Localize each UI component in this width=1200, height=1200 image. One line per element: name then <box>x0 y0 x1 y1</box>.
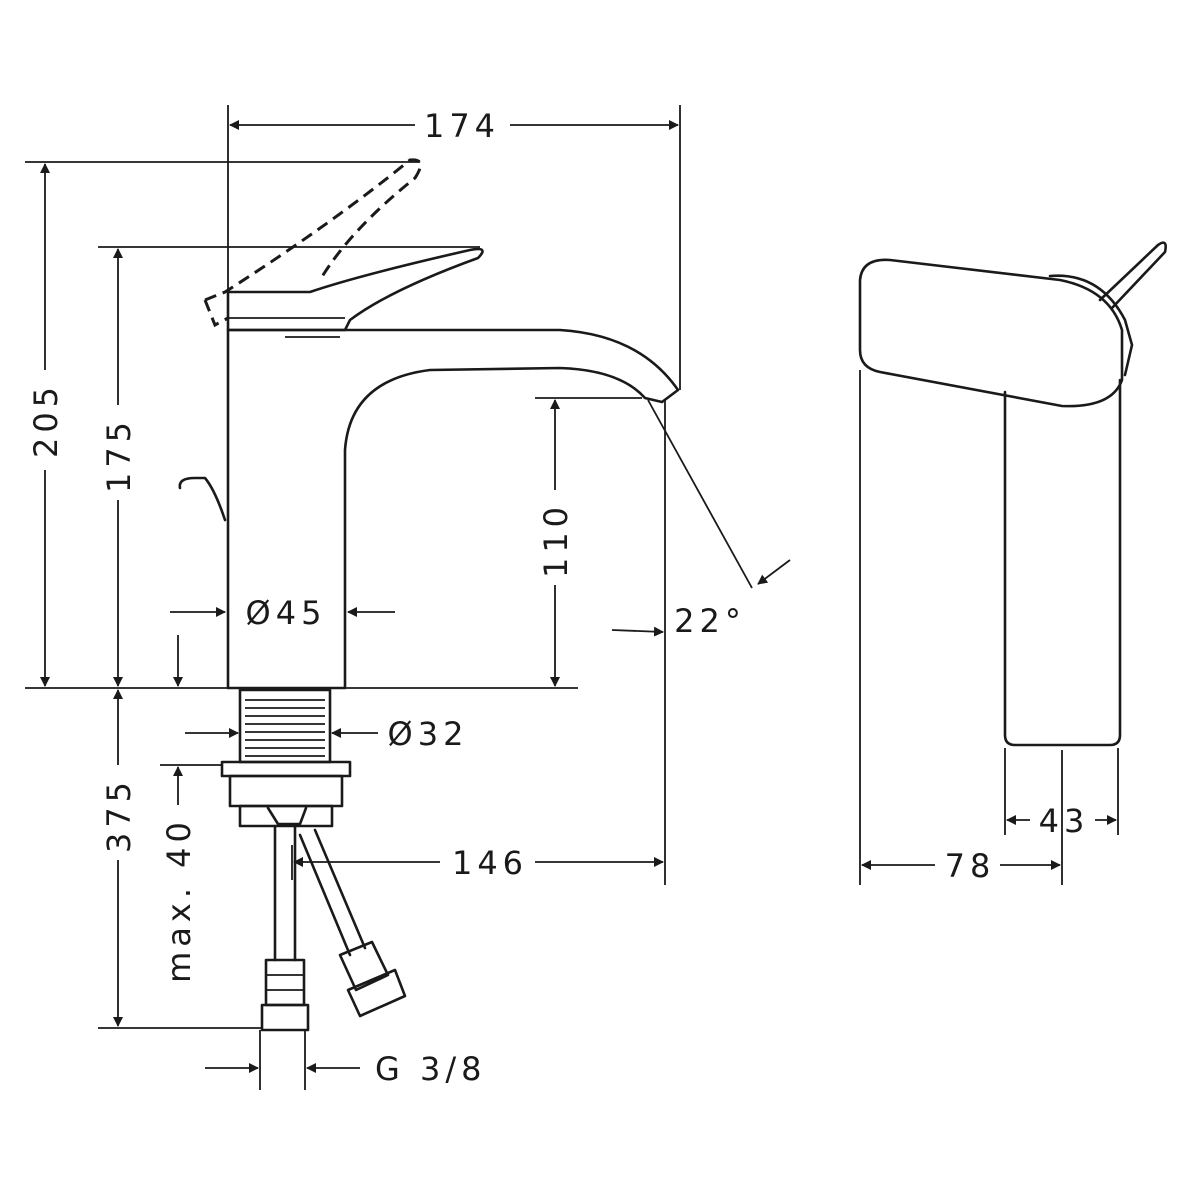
mounting-thread <box>220 688 352 828</box>
dimension-lever-height: 175 <box>100 417 138 493</box>
dimension-max-deck-thickness: max. 40 <box>160 817 198 983</box>
dimension-side-depth: 78 <box>945 847 996 885</box>
side-body-outline <box>858 258 1124 408</box>
dimension-connection-thread: G 3/8 <box>375 1050 486 1088</box>
dimension-thread-diameter: Ø32 <box>388 715 469 753</box>
side-view: 43 78 <box>858 241 1167 885</box>
dimension-spout-height: 110 <box>537 502 575 578</box>
dimension-total-height: 205 <box>27 382 65 458</box>
dimension-overall-width: 174 <box>424 107 500 145</box>
supply-hoses <box>260 824 407 1032</box>
dimension-body-diameter: Ø45 <box>246 594 327 632</box>
faucet-body-outline <box>226 328 680 690</box>
front-view: 174 205 175 110 Ø45 max. 40 22° <box>25 105 791 1090</box>
dimension-spout-reach: 146 <box>452 844 528 882</box>
dimension-side-base-width: 43 <box>1039 802 1090 840</box>
lever-handle <box>226 247 484 332</box>
dimension-spray-angle: 22° <box>674 602 746 640</box>
dimension-below-deck-length: 375 <box>100 777 138 853</box>
lever-raised-position <box>203 158 422 328</box>
popup-rod <box>178 476 227 522</box>
